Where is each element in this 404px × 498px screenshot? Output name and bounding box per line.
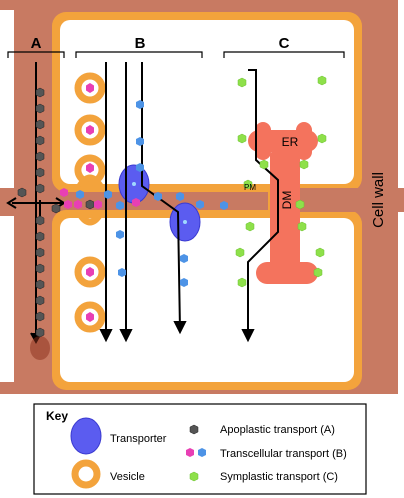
dm-label: DM (280, 191, 294, 210)
vesicle-fusing (77, 174, 103, 189)
apoplastic-glow (30, 336, 50, 360)
key-symplastic: Symplastic transport (C) (220, 471, 338, 483)
key-vesicle: Vesicle (110, 471, 145, 483)
key-apoplastic: Apoplastic transport (A) (220, 424, 335, 436)
symplastic-molecules (235, 75, 327, 288)
wall-gap-top-left (0, 10, 14, 188)
key-transcellular: Transcellular transport (B) (220, 448, 347, 460)
vesicles-lower (74, 211, 106, 333)
er-label: ER (282, 135, 299, 149)
zone-label-b: B (135, 35, 146, 52)
apoplastic-molecules (17, 87, 95, 338)
key-transporter: Transporter (110, 433, 167, 445)
vesicle-cargo (86, 83, 94, 322)
right-wall-bridge (300, 188, 404, 212)
vesicle-fusing (77, 211, 103, 226)
zone-label-c: C (279, 35, 290, 52)
wall-gap-bottom-left (0, 216, 14, 382)
key-box: Key Transporter Vesicle Apoplastic trans… (33, 403, 367, 495)
transcellular-key-icon-pink (186, 448, 194, 457)
pm-label: PM (244, 183, 256, 192)
zone-brackets (7, 51, 345, 58)
key-title: Key (46, 409, 68, 423)
cell-wall-label: Cell wall (370, 172, 387, 228)
lower-cell (52, 210, 362, 390)
symplastic-path (241, 69, 279, 343)
symplastic-key-icon (189, 471, 199, 482)
transcellular-molecules (60, 100, 228, 287)
zone-label-a: A (31, 35, 42, 52)
apoplastic-key-icon (189, 424, 199, 435)
vesicle-key-icon (71, 459, 101, 489)
transcellular-key-icon-blue (198, 448, 206, 457)
transporter-key-icon (70, 417, 102, 455)
